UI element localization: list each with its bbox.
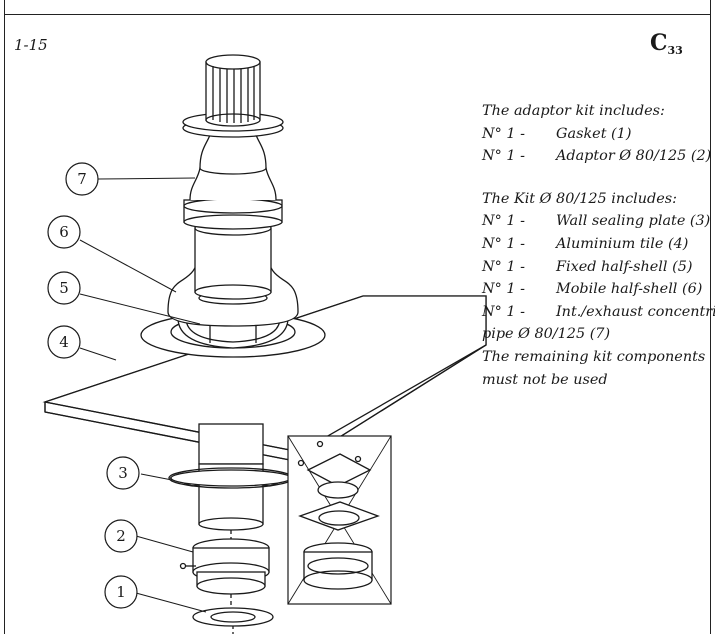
list-item: N° 1 - Int./exhaust concentric [482, 301, 715, 324]
lower-pipe [169, 423, 293, 531]
concentric-pipe [182, 54, 284, 300]
callout-2 [104, 519, 138, 553]
code-subscript: 33 [667, 44, 683, 57]
list-item: N° 1 - Mobile half-shell (6) [482, 278, 710, 301]
gasket [192, 594, 274, 634]
aluminium-tile-plate [42, 295, 487, 463]
callout-7 [65, 162, 99, 196]
adaptor [179, 530, 270, 595]
item-text: Mobile half-shell (6) [556, 281, 703, 298]
callout-5 [47, 271, 81, 305]
callout-4-label: 4 [59, 333, 69, 351]
kit-contents-notes: The adaptor kit includes: N° 1 - Gasket (… [482, 100, 715, 391]
item-text: Aluminium tile (4) [556, 235, 689, 252]
callout-5-label: 5 [59, 279, 69, 297]
installation-code: C33 [650, 30, 683, 57]
page-frame [4, 0, 711, 634]
adaptor-kit-heading: The adaptor kit includes: [482, 103, 665, 119]
item-qty: N° 1 - [482, 281, 525, 298]
callout-7-label: 7 [77, 170, 87, 188]
item-qty: N° 1 - [482, 258, 525, 275]
list-item: N° 1 - Wall sealing plate (3) [482, 210, 710, 233]
callout-numbers: 7 6 5 4 3 2 1 [59, 170, 128, 601]
callout-1-label: 1 [116, 583, 126, 601]
inset-detail [287, 435, 392, 605]
item-text: Wall sealing plate (3) [556, 213, 711, 230]
item-text: Int./exhaust concentric [556, 303, 715, 320]
figure-number: 1-15 [14, 36, 48, 54]
item-qty: N° 1 - [482, 125, 525, 142]
item-text: Fixed half-shell (5) [556, 258, 693, 275]
top-rule [4, 14, 711, 15]
item-qty: N° 1 - [482, 235, 525, 252]
code-letter: C [650, 30, 668, 56]
list-item: N° 1 - Fixed half-shell (5) [482, 256, 710, 279]
remaining-note-2: must not be used [482, 371, 608, 388]
callout-4 [47, 325, 81, 359]
list-item: N° 1 - Gasket (1) [482, 123, 710, 146]
list-item-continuation: pipe Ø 80/125 (7) [482, 326, 611, 343]
callout-circles [47, 162, 140, 609]
callout-2-label: 2 [116, 527, 126, 545]
kit-heading: The Kit Ø 80/125 includes: [482, 190, 678, 207]
callout-3 [106, 456, 140, 490]
remaining-note-1: The remaining kit components [482, 348, 706, 365]
item-qty: N° 1 - [482, 213, 525, 230]
callout-3-label: 3 [118, 464, 128, 482]
callout-6 [47, 215, 81, 249]
item-qty: N° 1 - [482, 148, 525, 165]
item-qty: N° 1 - [482, 303, 525, 320]
callout-6-label: 6 [59, 223, 69, 241]
item-text: Adaptor Ø 80/125 (2) [556, 148, 712, 165]
callout-leaders [79, 177, 207, 613]
list-item: N° 1 - Aluminium tile (4) [482, 233, 710, 256]
callout-1 [104, 575, 138, 609]
spacer [482, 168, 710, 188]
item-text: Gasket (1) [556, 125, 632, 142]
list-item: N° 1 - Adaptor Ø 80/125 (2) [482, 145, 712, 168]
